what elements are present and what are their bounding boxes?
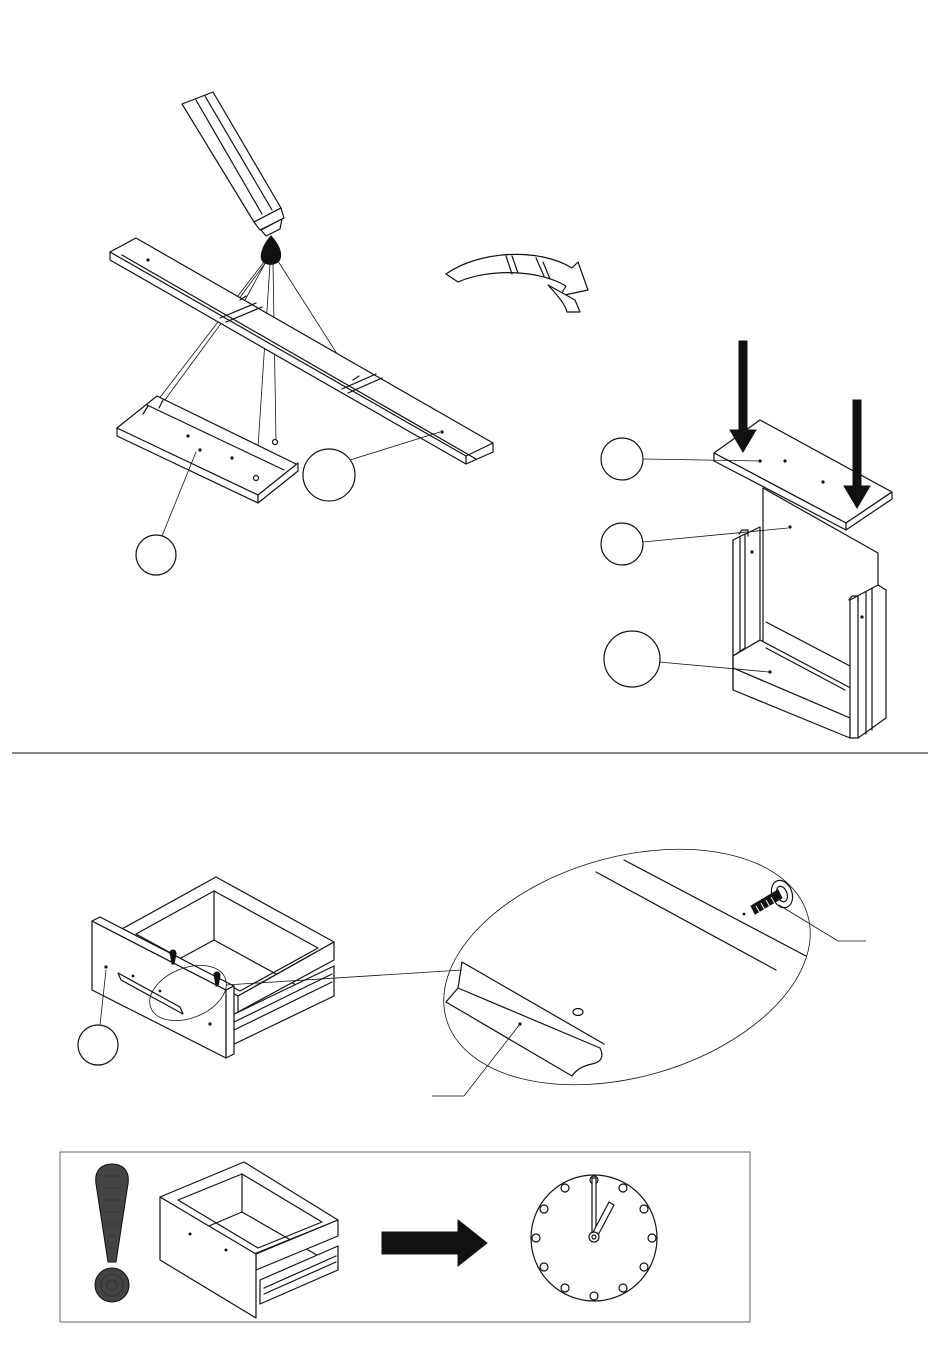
step-glue-assembly — [110, 92, 588, 575]
turn-over-arrow-icon — [446, 254, 588, 312]
step-cabinet-assembly — [601, 341, 892, 738]
small-bottom-panel — [117, 396, 298, 503]
screw-detail-icon — [751, 877, 796, 914]
step-drawer-handle — [78, 809, 866, 1124]
wait-notice-box — [60, 1152, 750, 1322]
magnified-detail — [416, 809, 838, 1124]
glue-tube-icon — [182, 92, 284, 264]
callout-small-panel — [136, 452, 196, 575]
callout-long-rail — [303, 432, 440, 501]
callout-screw — [779, 905, 866, 941]
clock-icon — [531, 1175, 657, 1301]
